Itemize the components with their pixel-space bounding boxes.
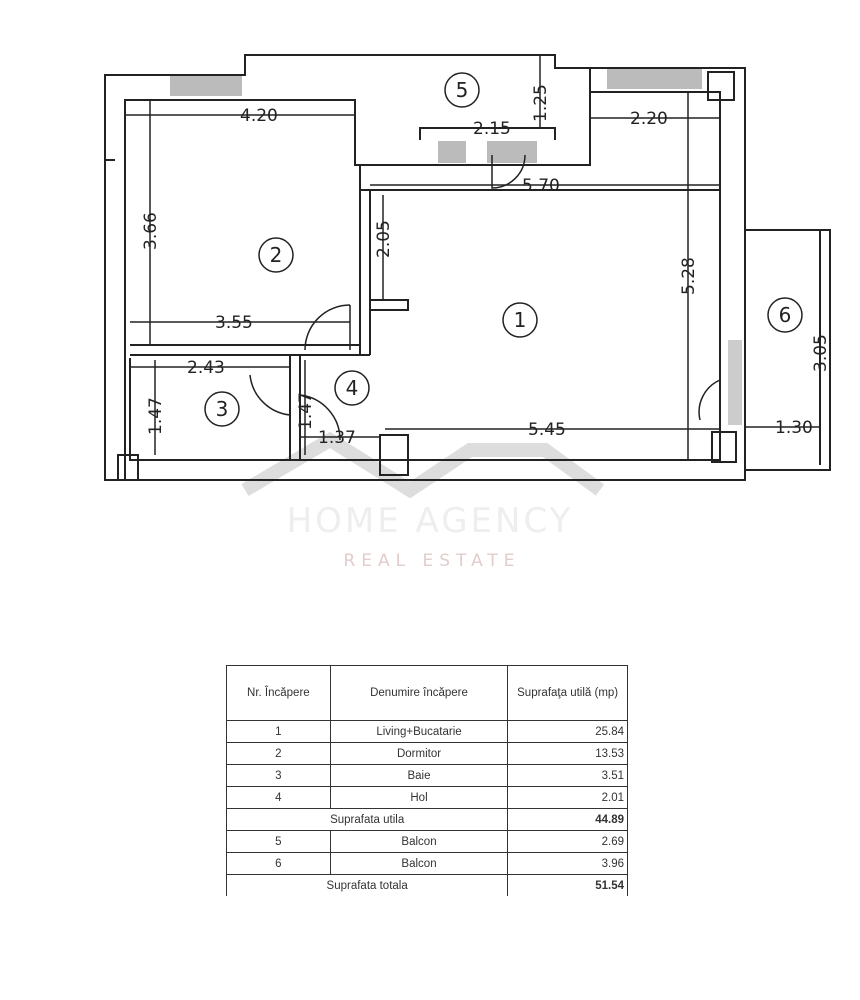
- cell-nr: 1: [226, 720, 331, 743]
- cell-nr: 5: [226, 830, 331, 853]
- cell-name: Dormitor: [329, 742, 509, 765]
- cell-name: Baie: [329, 764, 509, 787]
- watermark-line2: REAL ESTATE: [343, 551, 520, 571]
- dim-1-47-bath: 1.47: [146, 397, 166, 435]
- room-1-label: 1: [514, 308, 527, 332]
- dimension-lines: [125, 55, 821, 465]
- header-nr: Nr. Încăpere: [226, 665, 331, 721]
- dim-3-66: 3.66: [141, 212, 161, 250]
- room-3-label: 3: [216, 397, 229, 421]
- room-5-label: 5: [456, 78, 469, 102]
- cell-area: 2.01: [507, 786, 628, 809]
- dim-2-43: 2.43: [187, 358, 225, 378]
- room-6-label: 6: [779, 303, 792, 327]
- room-4-label: 4: [346, 376, 359, 400]
- dim-4-20: 4.20: [240, 106, 278, 126]
- dim-1-25: 1.25: [531, 84, 551, 122]
- header-area: Suprafaţa utilă (mp): [507, 665, 628, 721]
- cell-nr: 6: [226, 852, 331, 875]
- cell-nr: 2: [226, 742, 331, 765]
- header-name: Denumire încăpere: [329, 665, 509, 721]
- cell-nr: 4: [226, 786, 331, 809]
- cell-name: Balcon: [329, 830, 509, 853]
- cell-area: 3.51: [507, 764, 628, 787]
- watermark-logo: HOME AGENCY REAL ESTATE: [241, 431, 605, 571]
- floor-plan: HOME AGENCY REAL ESTATE: [104, 54, 831, 571]
- table-header: Nr. Încăpere Denumire încăpere Suprafaţa…: [226, 665, 628, 721]
- room-2-label: 2: [270, 243, 283, 267]
- cell-area: 25.84: [507, 720, 628, 743]
- cell-name: Hol: [329, 786, 509, 809]
- dim-3-05: 3.05: [811, 334, 831, 372]
- cell-area: 2.69: [507, 830, 628, 853]
- cell-name: Balcon: [329, 852, 509, 875]
- cell-nr: 3: [226, 764, 331, 787]
- subtotal-label: Suprafata utila: [225, 808, 509, 831]
- cell-area: 3.96: [507, 852, 628, 875]
- total-area: 51.54: [507, 874, 628, 896]
- room-markers: 1 2 3 4 5 6: [204, 72, 803, 427]
- watermark-line1: HOME AGENCY: [287, 501, 574, 541]
- dim-2-05: 2.05: [374, 220, 394, 258]
- dim-3-55: 3.55: [215, 313, 253, 333]
- dim-1-37: 1.37: [318, 428, 356, 448]
- area-table: Nr. Încăpere Denumire încăpere Suprafaţa…: [225, 665, 628, 896]
- cell-area: 13.53: [507, 742, 628, 765]
- dim-1-47-hall: 1.47: [296, 392, 316, 430]
- cell-name: Living+Bucatarie: [329, 720, 509, 743]
- dim-5-28: 5.28: [679, 257, 699, 295]
- dim-5-45: 5.45: [528, 420, 566, 440]
- subtotal-area: 44.89: [507, 808, 628, 831]
- walls: [104, 54, 831, 481]
- dim-1-30: 1.30: [775, 418, 813, 438]
- total-label: Suprafata totala: [225, 874, 509, 896]
- dim-2-20: 2.20: [630, 109, 668, 129]
- dimension-labels: 4.20 3.66 3.55 2.43 1.47 1.47 1.37 2.05 …: [141, 84, 831, 448]
- dim-5-70: 5.70: [522, 176, 560, 196]
- dim-2-15: 2.15: [473, 119, 511, 139]
